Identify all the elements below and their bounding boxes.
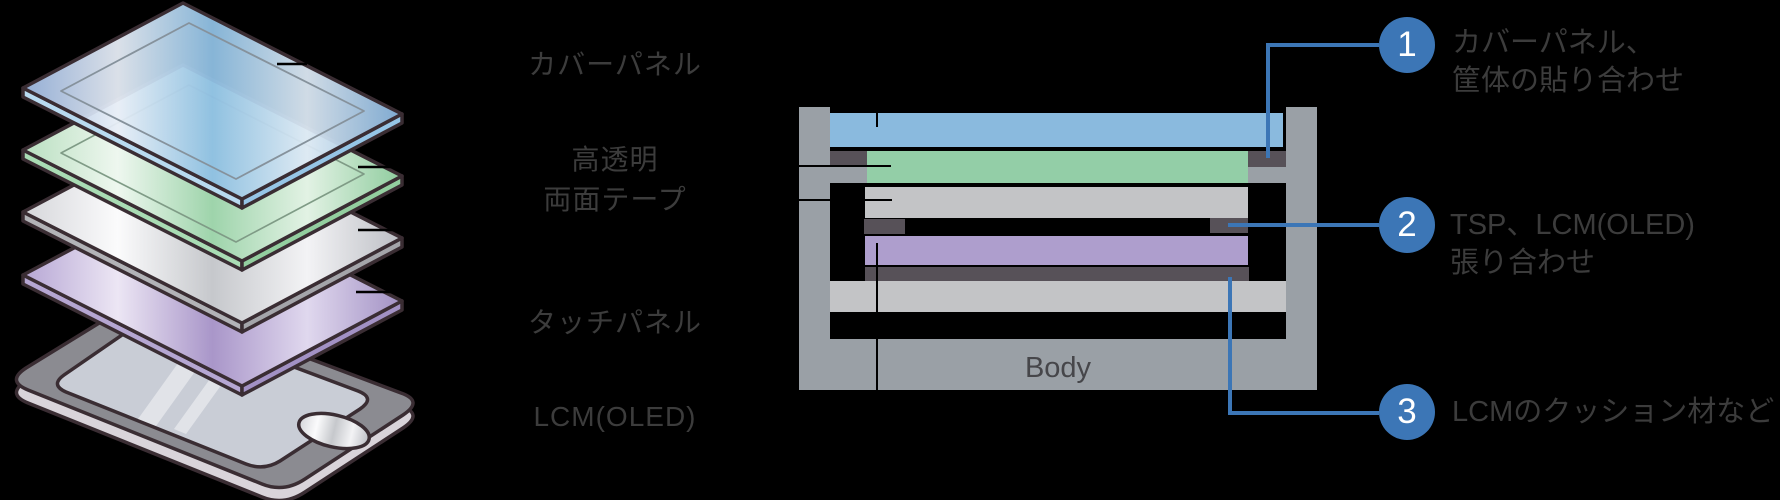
layer-label-tape-line1: 高透明	[571, 144, 659, 175]
indicator-line-body	[876, 243, 878, 390]
indicator-line-touch	[799, 199, 892, 201]
body-label: Body	[1024, 352, 1092, 384]
cross-section-diagram: Body	[799, 107, 1317, 390]
xsec-cover-panel-layer	[830, 113, 1283, 147]
xsec-tsp-adhesive-left	[864, 219, 905, 234]
indicator-tick-cover	[876, 113, 878, 127]
layer-label-touch-panel: タッチパネル	[527, 307, 702, 338]
callout3-label-line1: LCMのクッション材など	[1452, 396, 1775, 428]
housing-right-step	[1248, 167, 1317, 183]
callout2-label-line2: 張り合わせ	[1450, 247, 1596, 279]
callout2-number-badge: 2	[1379, 197, 1435, 253]
xsec-tape-layer	[867, 151, 1248, 183]
xsec-cover-adhesive-left	[830, 151, 867, 167]
phone-home-button	[296, 411, 372, 451]
housing-left-step	[799, 167, 867, 183]
callout3-number-badge: 3	[1379, 384, 1435, 440]
xsec-lcm-layer	[865, 236, 1248, 265]
callout2-label-line1: TSP、LCM(OLED)	[1450, 209, 1695, 241]
callout1-label-line1: カバーパネル、	[1452, 27, 1655, 59]
callout2-label: TSP、LCM(OLED) 張り合わせ	[1450, 206, 1695, 282]
callout1-label: カバーパネル、 筐体の貼り合わせ	[1452, 24, 1684, 100]
layer-leader-stubs	[277, 62, 397, 294]
callout1-line-horizontal	[1266, 43, 1379, 47]
cover-panel-layer-illustration	[21, 1, 404, 210]
xsec-cushion-strip	[865, 267, 1249, 281]
xsec-cover-adhesive-right	[1248, 151, 1286, 167]
callout1-line-vertical	[1266, 46, 1270, 158]
layer-label-cover-panel: カバーパネル	[528, 49, 702, 80]
callout1-label-line2: 筐体の貼り合わせ	[1452, 65, 1685, 97]
layer-label-tape-line2: 両面テープ	[543, 184, 687, 215]
callout2-number: 2	[1397, 205, 1417, 244]
xsec-back-frame-layer	[830, 281, 1286, 312]
layer-label-lcm-oled: LCM(OLED)	[533, 401, 697, 432]
callout3-number: 3	[1397, 392, 1417, 431]
callout1-number-badge: 1	[1379, 17, 1435, 73]
xsec-touch-panel-layer	[865, 187, 1248, 218]
callout3-label: LCMのクッション材など	[1452, 393, 1774, 431]
callout2-line-horizontal	[1228, 223, 1379, 227]
exploded-phone-layers-illustration	[14, 1, 415, 500]
phone-body-illustration	[14, 299, 415, 500]
indicator-line-tape	[799, 165, 891, 167]
callout3-line-vertical	[1228, 277, 1232, 415]
callout1-number: 1	[1397, 25, 1417, 64]
callout3-line-horizontal	[1228, 411, 1379, 415]
